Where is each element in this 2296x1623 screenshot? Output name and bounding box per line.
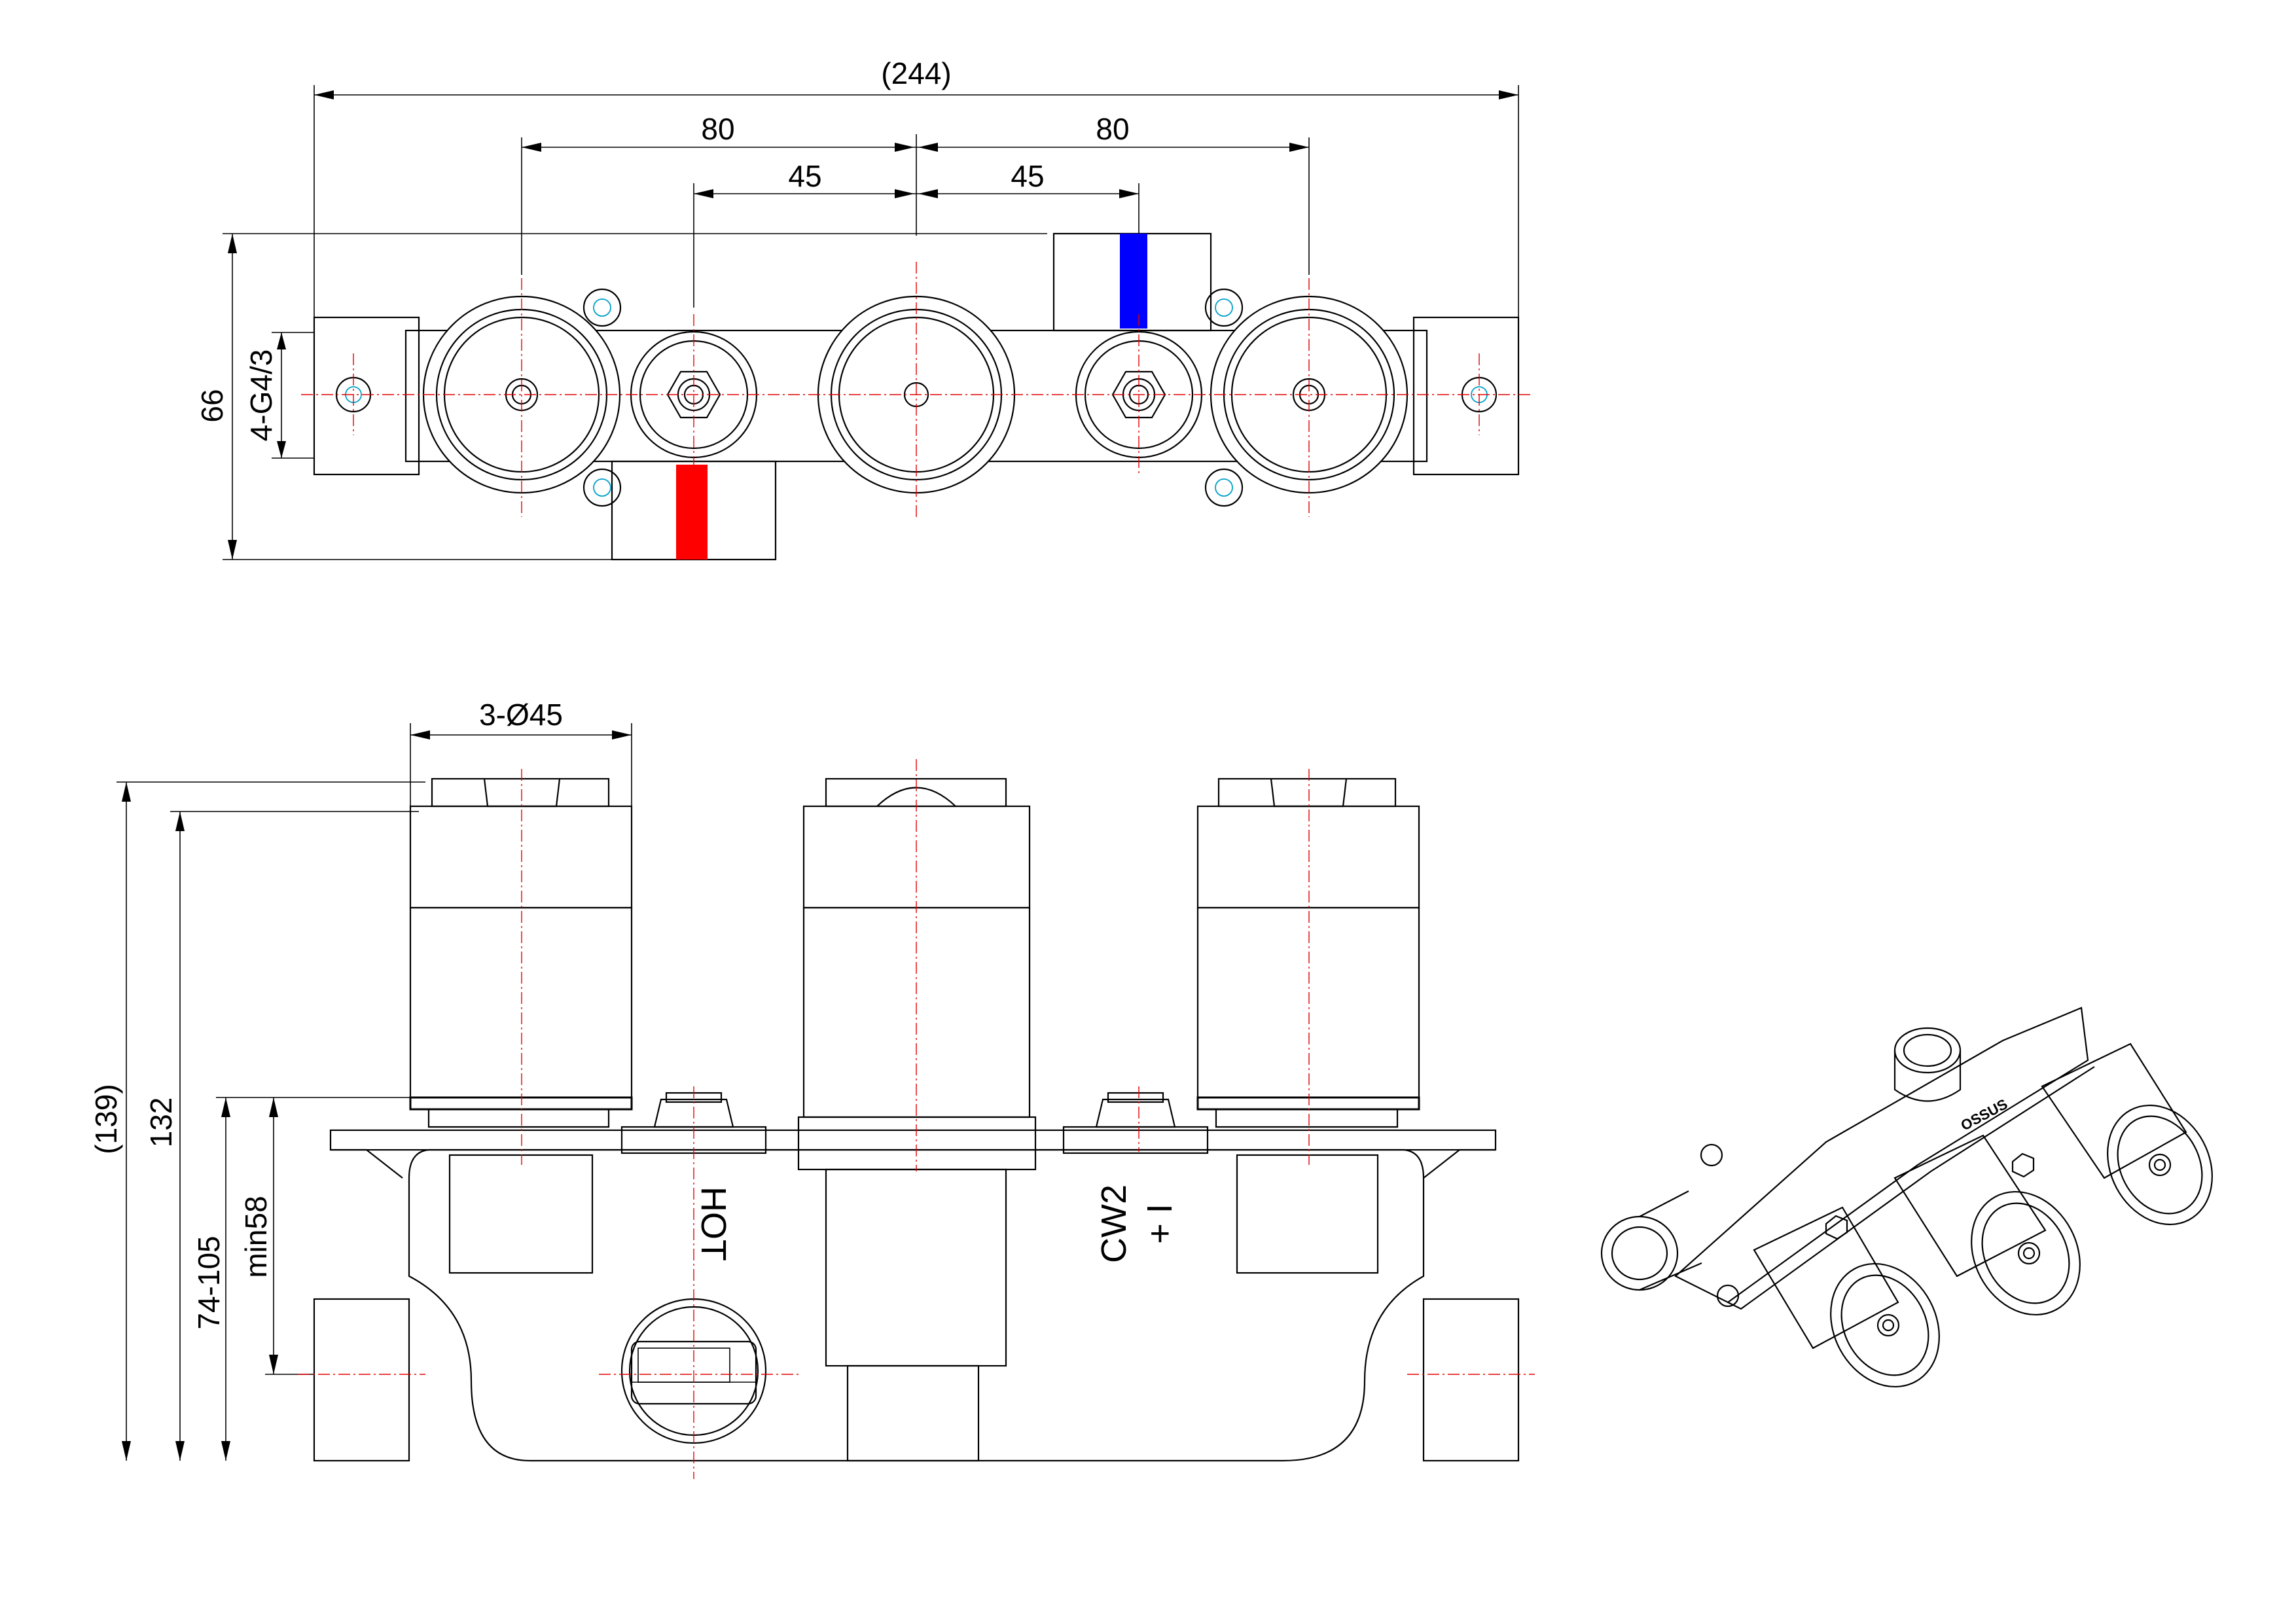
outer-spacing-right-label: 80	[1096, 112, 1129, 146]
dim-height-to-body: 132	[144, 811, 419, 1461]
front-handle-right	[1196, 777, 1420, 1128]
plus-minus-marking: + I	[1140, 1204, 1179, 1244]
dim-overall-width: (244)	[314, 56, 1519, 321]
dim-depth: 66	[195, 233, 1047, 560]
left-inlet-block	[313, 316, 420, 476]
right-inlet-block	[1412, 316, 1520, 476]
inner-spacing-left-label: 45	[788, 159, 821, 193]
cw2-marking: CW2	[1094, 1185, 1134, 1263]
hot-marking: HOT	[694, 1186, 733, 1261]
cold-indicator	[1120, 234, 1147, 329]
iso-top-port	[1893, 1027, 1962, 1102]
isometric-view: OSSUS	[1600, 1007, 2213, 1388]
dim-outer-spacing: 80 80	[521, 112, 1310, 275]
height-to-body-label: 132	[144, 1097, 178, 1148]
brand-marking: OSSUS	[1958, 1096, 2011, 1133]
dim-inner-spacing: 45 45	[693, 159, 1139, 314]
iso-handle-left	[1753, 1206, 1940, 1388]
thread-label: 4-G4/3	[244, 349, 278, 442]
min-depth-label: min58	[239, 1196, 273, 1277]
front-body	[313, 1149, 1520, 1462]
top-center-lines	[301, 262, 1532, 517]
handle-diameter-label: 3-Ø45	[479, 698, 563, 732]
dim-min-depth: min58	[239, 1097, 314, 1375]
center-outlet	[846, 1364, 980, 1462]
dim-install-range: 74-105	[192, 1097, 419, 1461]
overall-height-label: (139)	[89, 1084, 123, 1154]
dim-overall-height: (139)	[89, 781, 425, 1461]
hot-indicator	[676, 465, 708, 560]
iso-handle-right	[2041, 1043, 2213, 1226]
left-inlet	[313, 1298, 410, 1462]
left-recess	[448, 1154, 594, 1274]
iso-handle-center	[1893, 1134, 2081, 1316]
front-handle-left	[409, 777, 633, 1128]
front-center-lines	[298, 759, 1535, 1479]
overall-width-label: (244)	[881, 56, 951, 90]
front-view: 3-Ø45 (139) 132 74-105 min58	[89, 698, 1535, 1479]
right-recess	[1236, 1154, 1379, 1274]
inner-spacing-right-label: 45	[1011, 159, 1044, 193]
iso-left-inlet	[1600, 1190, 1702, 1291]
dim-thread: 4-G4/3	[244, 332, 314, 459]
front-handle-center	[797, 777, 1037, 1171]
right-inlet	[1422, 1298, 1520, 1462]
hex-nut-right	[1062, 1092, 1209, 1154]
front-flange	[329, 1129, 1497, 1179]
depth-label: 66	[195, 389, 229, 422]
dim-handle-diameter: 3-Ø45	[410, 698, 632, 808]
top-view: (244) 80 80 45 45 66	[195, 56, 1532, 561]
center-shaft	[825, 1168, 1007, 1367]
install-range-label: 74-105	[192, 1236, 226, 1329]
outer-spacing-left-label: 80	[701, 112, 734, 146]
